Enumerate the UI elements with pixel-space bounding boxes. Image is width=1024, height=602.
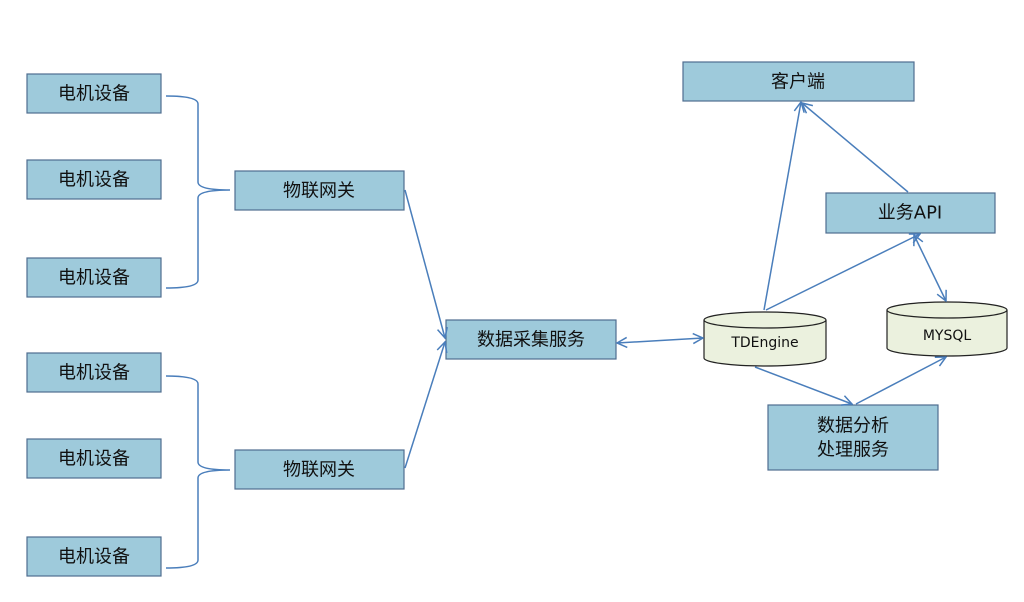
analysis-node: 数据分析 处理服务 [767, 404, 939, 471]
device-label: 电机设备 [58, 449, 130, 470]
arrow-analysis-to-mysql [855, 357, 946, 405]
collector-node: 数据采集服务 [445, 319, 617, 360]
arrow-collector-tdengine [617, 338, 703, 343]
analysis-label-line2: 处理服务 [817, 440, 889, 461]
device-node: 电机设备 [26, 536, 162, 577]
arrow-gateway1-to-collector [404, 189, 445, 338]
arrow-tdengine-to-analysis [754, 366, 852, 404]
api-label: 业务API [878, 203, 942, 224]
arrow-api-mysql [914, 235, 946, 301]
gateway-label: 物联网关 [283, 181, 355, 202]
arrow-api-to-client [802, 103, 909, 193]
device-node: 电机设备 [26, 257, 162, 298]
brace-connector [165, 95, 231, 289]
arrow-tdengine-to-client [763, 102, 801, 311]
tdengine-database-icon: TDEngine [703, 311, 827, 367]
client-node: 客户端 [682, 61, 915, 102]
device-label: 电机设备 [58, 170, 130, 191]
mysql-label: MYSQL [923, 328, 972, 344]
tdengine-label: TDEngine [730, 335, 798, 351]
device-label: 电机设备 [58, 547, 130, 568]
device-node: 电机设备 [26, 159, 162, 200]
analysis-label-line1: 数据分析 [817, 416, 889, 437]
gateway-node: 物联网关 [234, 170, 405, 211]
gateway-label: 物联网关 [283, 460, 355, 481]
device-node: 电机设备 [26, 73, 162, 114]
mysql-database-icon: MYSQL [886, 301, 1008, 357]
device-label: 电机设备 [58, 363, 130, 384]
device-node: 电机设备 [26, 352, 162, 393]
arrow-gateway2-to-collector [404, 342, 445, 469]
api-node: 业务API [825, 192, 996, 234]
gateway-node: 物联网关 [234, 449, 405, 490]
brace-connector [165, 375, 231, 569]
collector-label: 数据采集服务 [477, 330, 585, 351]
arrow-tdengine-to-api [765, 234, 920, 311]
device-label: 电机设备 [58, 268, 130, 289]
device-label: 电机设备 [58, 84, 130, 105]
device-node: 电机设备 [26, 438, 162, 479]
client-label: 客户端 [771, 72, 825, 93]
